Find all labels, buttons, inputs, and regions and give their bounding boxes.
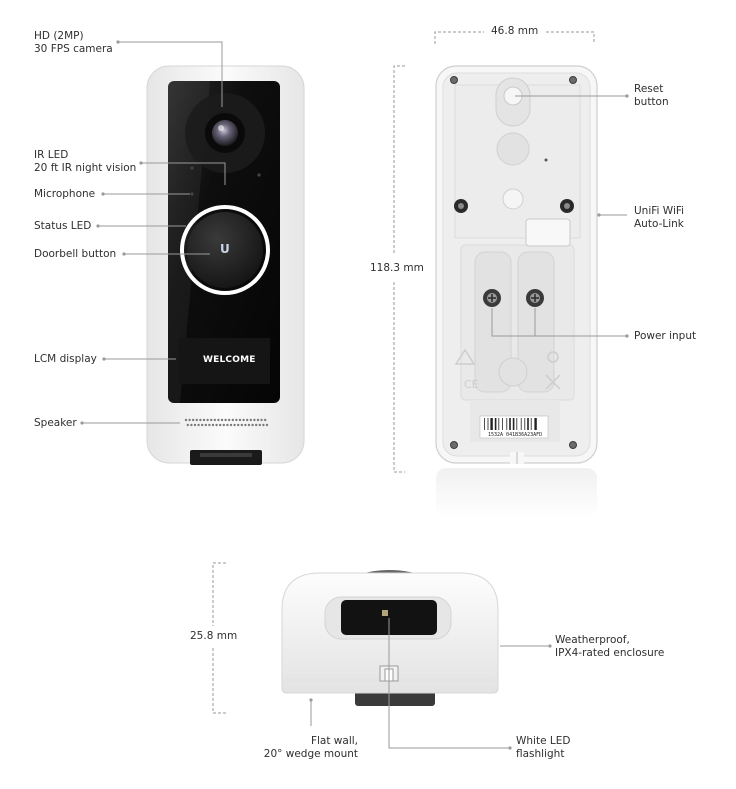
label-enclosure: Weatherproof, IPX4-rated enclosure bbox=[555, 634, 664, 660]
doorbell-button-face bbox=[187, 212, 263, 288]
white-led bbox=[382, 610, 388, 616]
corner-screws bbox=[450, 76, 577, 449]
speaker-grille bbox=[184, 418, 269, 427]
label-reset-line2: button bbox=[634, 96, 669, 108]
label-enclosure-line1: Weatherproof, bbox=[555, 634, 630, 646]
ir-led-dot bbox=[190, 166, 194, 170]
label-flashlight-line2: flashlight bbox=[516, 748, 565, 760]
label-flashlight: White LED flashlight bbox=[516, 735, 570, 761]
front-view bbox=[146, 65, 305, 465]
label-reset-line1: Reset bbox=[634, 83, 664, 95]
microphone-dot bbox=[190, 192, 194, 196]
label-ir-led: IR LED 20 ft IR night vision bbox=[34, 149, 136, 175]
label-ir-led-line2: 20 ft IR night vision bbox=[34, 162, 137, 174]
svg-text:CE: CE bbox=[464, 378, 479, 391]
dimension-width: 46.8 mm bbox=[491, 25, 539, 37]
label-wifi-line2: Auto-Link bbox=[634, 218, 684, 230]
leader-lines bbox=[82, 41, 627, 749]
status-led-ring bbox=[180, 205, 270, 295]
label-camera-line2: 30 FPS camera bbox=[34, 43, 113, 55]
label-lcm-display: LCM display bbox=[34, 353, 97, 365]
camera-lens bbox=[212, 120, 238, 146]
label-doorbell-button: Doorbell button bbox=[34, 248, 117, 260]
label-enclosure-line2: IPX4-rated enclosure bbox=[555, 647, 665, 659]
label-camera-line1: HD (2MP) bbox=[34, 30, 84, 42]
ubiquiti-logo: U bbox=[220, 242, 230, 256]
label-power-input: Power input bbox=[634, 330, 697, 342]
label-microphone: Microphone bbox=[34, 188, 96, 200]
label-wifi-autolink: UniFi WiFi Auto-Link bbox=[634, 205, 684, 231]
label-camera: HD (2MP) 30 FPS camera bbox=[34, 30, 113, 56]
label-wedge-mount: Flat wall, 20° wedge mount bbox=[250, 735, 358, 761]
mounting-screws bbox=[454, 199, 574, 213]
dimension-depth: 25.8 mm bbox=[190, 630, 238, 642]
bottom-slot bbox=[190, 450, 262, 465]
label-reset-button: Reset button bbox=[634, 83, 669, 109]
label-wifi-line1: UniFi WiFi bbox=[634, 205, 685, 217]
dimension-lines bbox=[212, 31, 595, 714]
barcode-text: 1532A 041B36A23AFD bbox=[488, 432, 543, 438]
flashlight-window bbox=[341, 600, 437, 635]
label-mount-line1: Flat wall, bbox=[310, 735, 358, 747]
label-ir-led-line1: IR LED bbox=[34, 149, 69, 161]
bottom-view bbox=[281, 570, 499, 706]
label-status-led: Status LED bbox=[34, 220, 92, 232]
lcm-welcome-text: WELCOME bbox=[203, 355, 256, 365]
label-flashlight-line1: White LED bbox=[516, 735, 571, 747]
leader-dots bbox=[80, 40, 629, 750]
label-mount-line2: 20° wedge mount bbox=[263, 748, 358, 760]
wifi-autolink-pad bbox=[525, 218, 571, 247]
label-speaker: Speaker bbox=[34, 417, 77, 429]
back-view: CE bbox=[435, 65, 598, 518]
lcm-display-panel bbox=[178, 338, 270, 384]
power-terminals bbox=[483, 289, 544, 307]
dimension-height: 118.3 mm bbox=[370, 262, 424, 274]
